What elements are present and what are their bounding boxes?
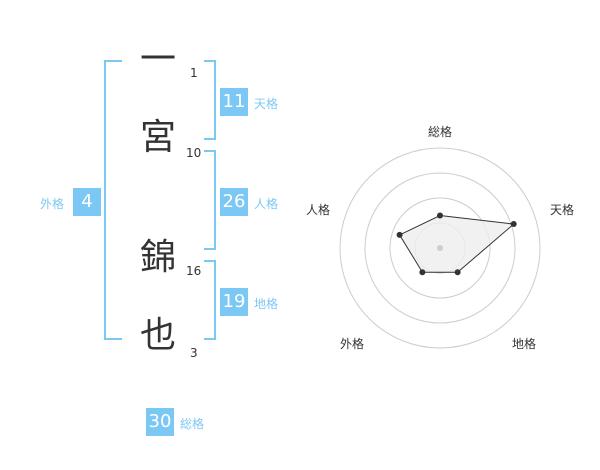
soukaku-label: 総格 [180, 417, 205, 431]
name-char-1: 一 [140, 39, 177, 80]
chikaku-bracket [204, 260, 216, 340]
radar-point-ten [510, 221, 517, 228]
radar-ring [389, 197, 491, 299]
radar-label-chikaku: 地格 [512, 337, 537, 351]
stroke-count-4: 3 [190, 346, 198, 360]
tenkaku-bracket [204, 60, 216, 140]
chikaku-value: 19 [220, 288, 248, 316]
radar-point-chi [454, 269, 461, 276]
stroke-count-1: 1 [190, 66, 198, 80]
gaikaku-bracket [104, 60, 122, 340]
radar-polygon [398, 214, 515, 273]
radar-points [396, 212, 517, 276]
radar-label-gaikaku: 外格 [340, 337, 365, 351]
jinkaku-label: 人格 [254, 197, 279, 211]
name-char-3: 錦 [140, 237, 177, 278]
radar-point-sou [437, 212, 443, 219]
jinkaku-bracket [204, 150, 216, 250]
radar-center-dot [437, 245, 443, 251]
tenkaku-label: 天格 [254, 97, 279, 111]
radar-label-jinkaku: 人格 [306, 203, 331, 217]
chikaku-label: 地格 [254, 297, 279, 311]
radar-point-jin [396, 231, 403, 238]
stroke-count-2: 10 [186, 146, 202, 160]
radar-ring [339, 147, 541, 349]
gaikaku-value: 4 [73, 188, 101, 216]
soukaku-value: 30 [146, 408, 174, 436]
tenkaku-value: 11 [220, 88, 248, 116]
radar-label-soukaku: 総格 [428, 125, 453, 139]
radar-label-tenkaku: 天格 [550, 203, 575, 217]
jinkaku-value: 26 [220, 188, 248, 216]
gaikaku-label: 外格 [40, 197, 65, 211]
stroke-count-3: 16 [186, 264, 202, 278]
radar-point-gai [419, 269, 426, 276]
radar-ring [364, 172, 516, 324]
name-char-2: 宮 [140, 117, 177, 158]
name-char-4: 也 [140, 315, 177, 356]
